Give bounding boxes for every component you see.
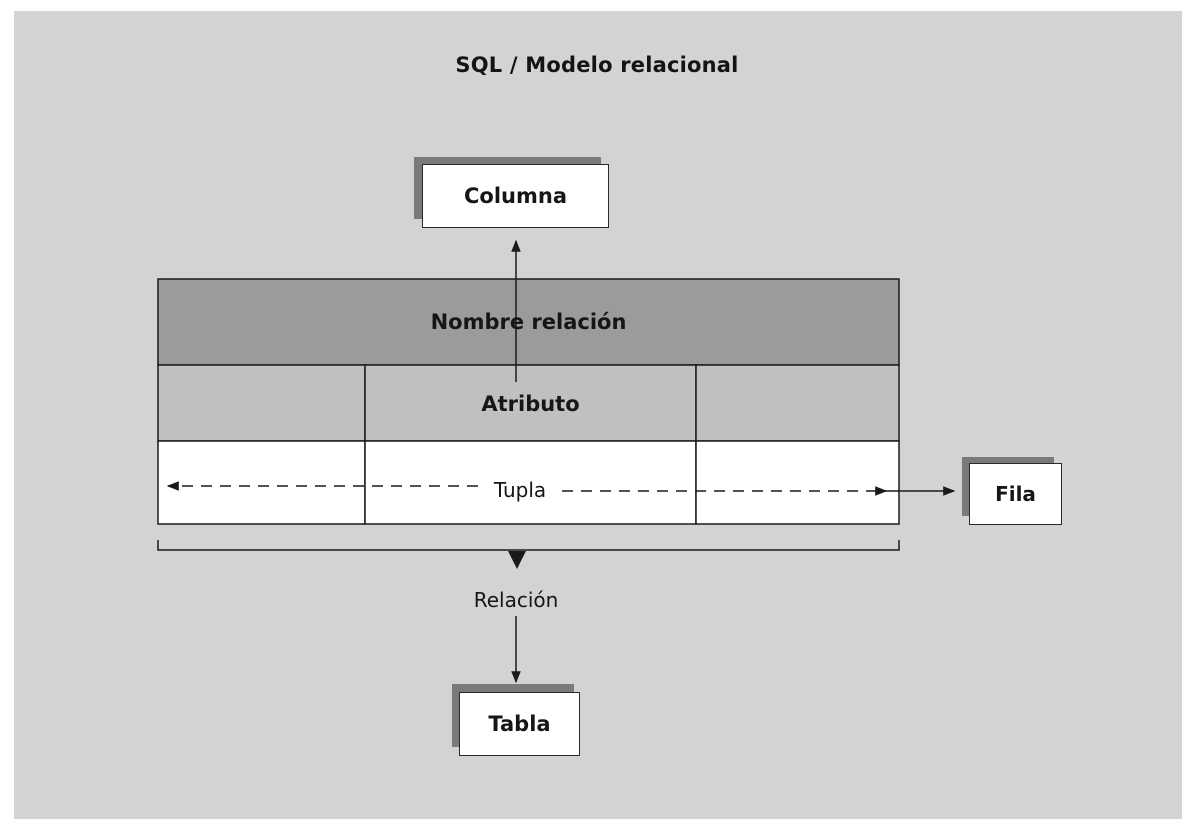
tuple-label: Tupla <box>478 474 562 506</box>
tuple-cell-left <box>157 440 366 525</box>
column-box-label: Columna <box>464 184 567 208</box>
relation-bracket-pointer <box>508 551 526 569</box>
row-box: Fila <box>969 463 1062 525</box>
attribute-label: Atributo <box>481 391 580 416</box>
relation-bracket <box>157 540 900 551</box>
attribute-cell-middle <box>364 364 697 442</box>
attribute-cell-left <box>157 364 366 442</box>
relation-label: Relación <box>473 588 559 612</box>
diagram-title: SQL / Modelo relacional <box>455 53 739 77</box>
table-box: Tabla <box>459 692 580 756</box>
tuple-cell-right <box>695 440 900 525</box>
table-box-label: Tabla <box>488 712 551 736</box>
relation-name-label: Nombre relación <box>430 310 627 334</box>
row-box-label: Fila <box>995 482 1036 506</box>
header-cell <box>157 278 900 366</box>
column-box: Columna <box>422 164 609 228</box>
attribute-cell-right <box>695 364 900 442</box>
